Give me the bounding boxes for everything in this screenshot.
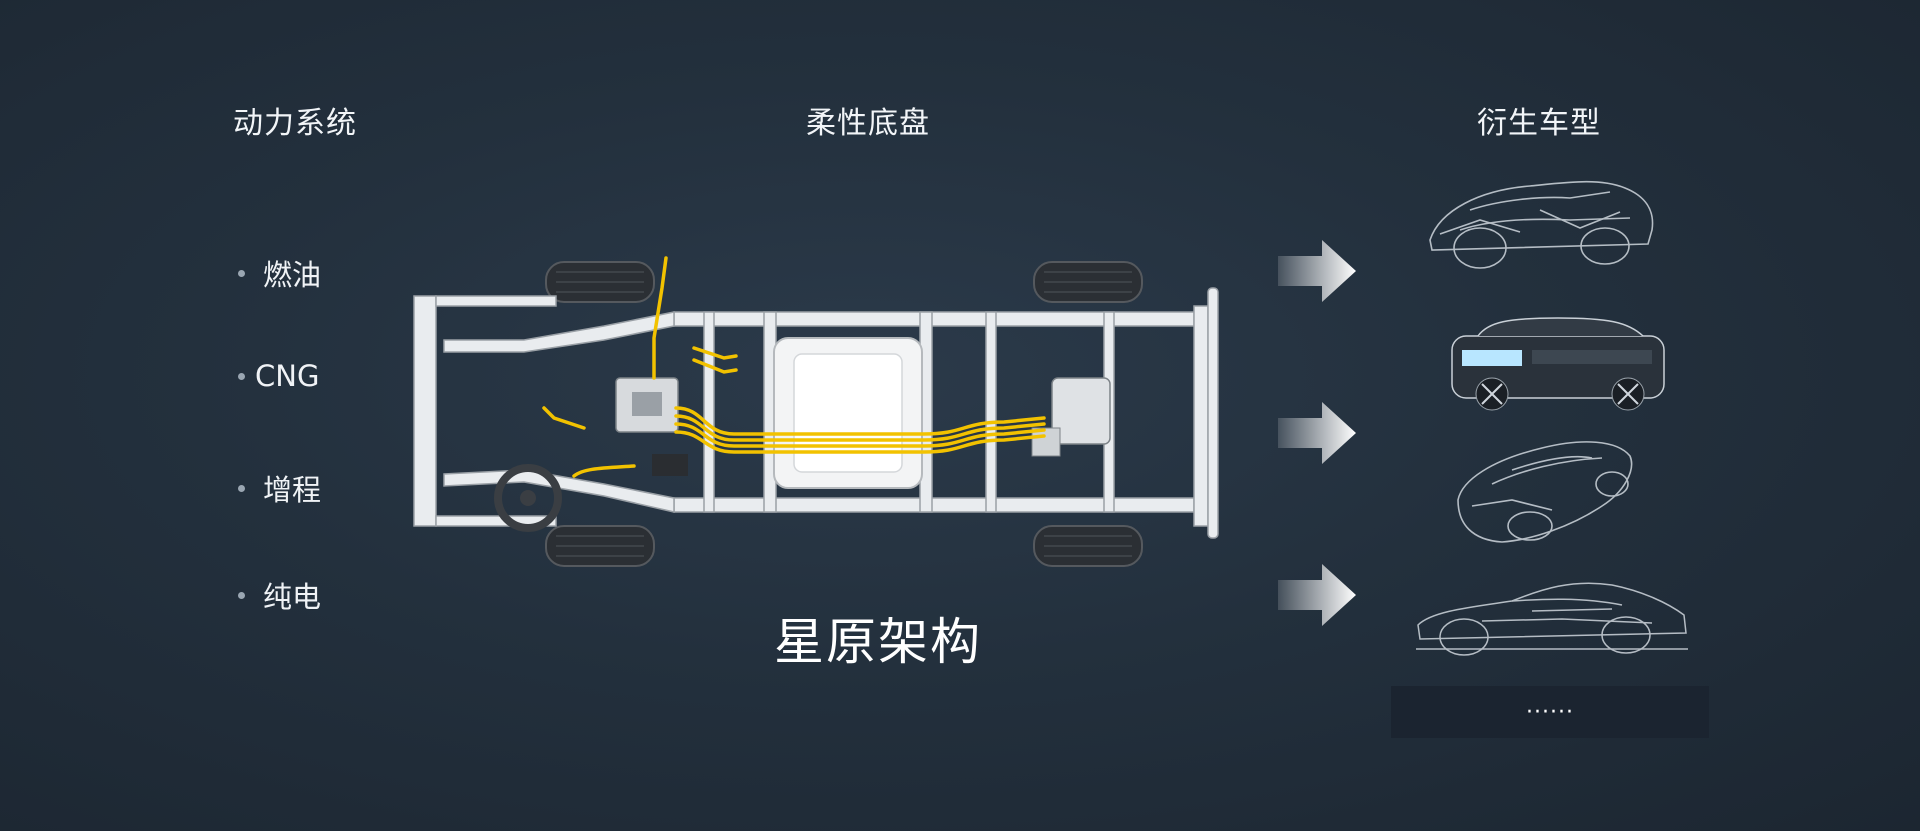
coupe-sketch-icon	[1457, 441, 1633, 543]
arrow-right-icon	[1278, 564, 1356, 626]
bullet-dot	[238, 591, 245, 599]
bullet-dot	[238, 269, 245, 277]
steering-wheel	[494, 464, 562, 532]
arrow-right-icon	[1278, 240, 1356, 302]
architecture-name: 星原架构	[774, 613, 982, 671]
more-variants-button[interactable]: ······	[1391, 686, 1709, 738]
powertrain-label: CNG	[255, 359, 320, 393]
wiring-harness	[542, 256, 1046, 478]
derivatives-title: 衍生车型	[1477, 106, 1601, 141]
bullet-dot	[238, 484, 245, 492]
suv-sketch-icon	[1429, 180, 1654, 269]
skateboard-chassis-illustration	[413, 256, 1219, 567]
arrow-right-icon	[1278, 402, 1356, 464]
sports-car-sketch-icon	[1416, 582, 1688, 656]
powertrain-item-electric: 纯电	[238, 574, 321, 616]
wheel	[545, 261, 1143, 567]
powertrain-title: 动力系统	[233, 106, 357, 141]
powertrain-item-range-extender: 增程	[238, 467, 321, 509]
powertrain-label: 增程	[263, 473, 322, 507]
bullet-dot	[238, 372, 245, 380]
powertrain-item-fuel: 燃油	[238, 252, 321, 294]
powertrain-label: 燃油	[263, 258, 322, 292]
powertrain-label: 纯电	[263, 580, 322, 614]
mpv-render-icon	[1451, 317, 1665, 411]
chassis-title: 柔性底盘	[806, 106, 930, 141]
powertrain-item-cng: CNG	[238, 359, 319, 393]
